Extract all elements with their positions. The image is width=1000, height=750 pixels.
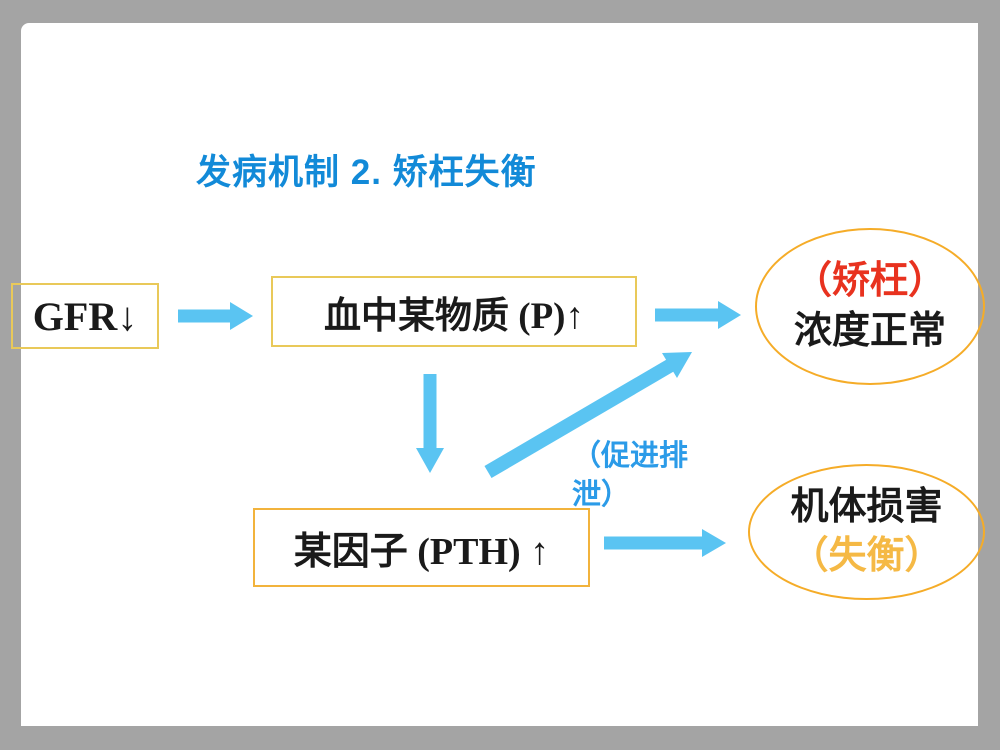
slide-title: 发病机制 2. 矫枉失衡 — [196, 153, 537, 192]
node-blood-substance: 血中某物质 (P)↑ — [271, 276, 637, 347]
node-body-damage: 机体损害 （失衡） — [748, 464, 985, 600]
label-promote-excretion: （促进排 泄） — [572, 440, 689, 512]
node-pth-factor-label: 某因子 (PTH) ↑ — [293, 531, 550, 573]
node-concentration-normal: （矫枉） 浓度正常 — [755, 228, 985, 385]
node-gfr-label: GFR↓ — [32, 293, 138, 339]
node-damage-line1: 机体损害 — [790, 485, 943, 528]
node-normal-line1: （矫枉） — [793, 260, 946, 303]
node-normal-line2: 浓度正常 — [793, 309, 946, 352]
node-pth-factor: 某因子 (PTH) ↑ — [253, 508, 590, 587]
node-gfr: GFR↓ — [11, 283, 159, 349]
node-damage-line2: （失衡） — [790, 535, 943, 577]
node-blood-substance-label: 血中某物质 (P)↑ — [324, 295, 584, 337]
